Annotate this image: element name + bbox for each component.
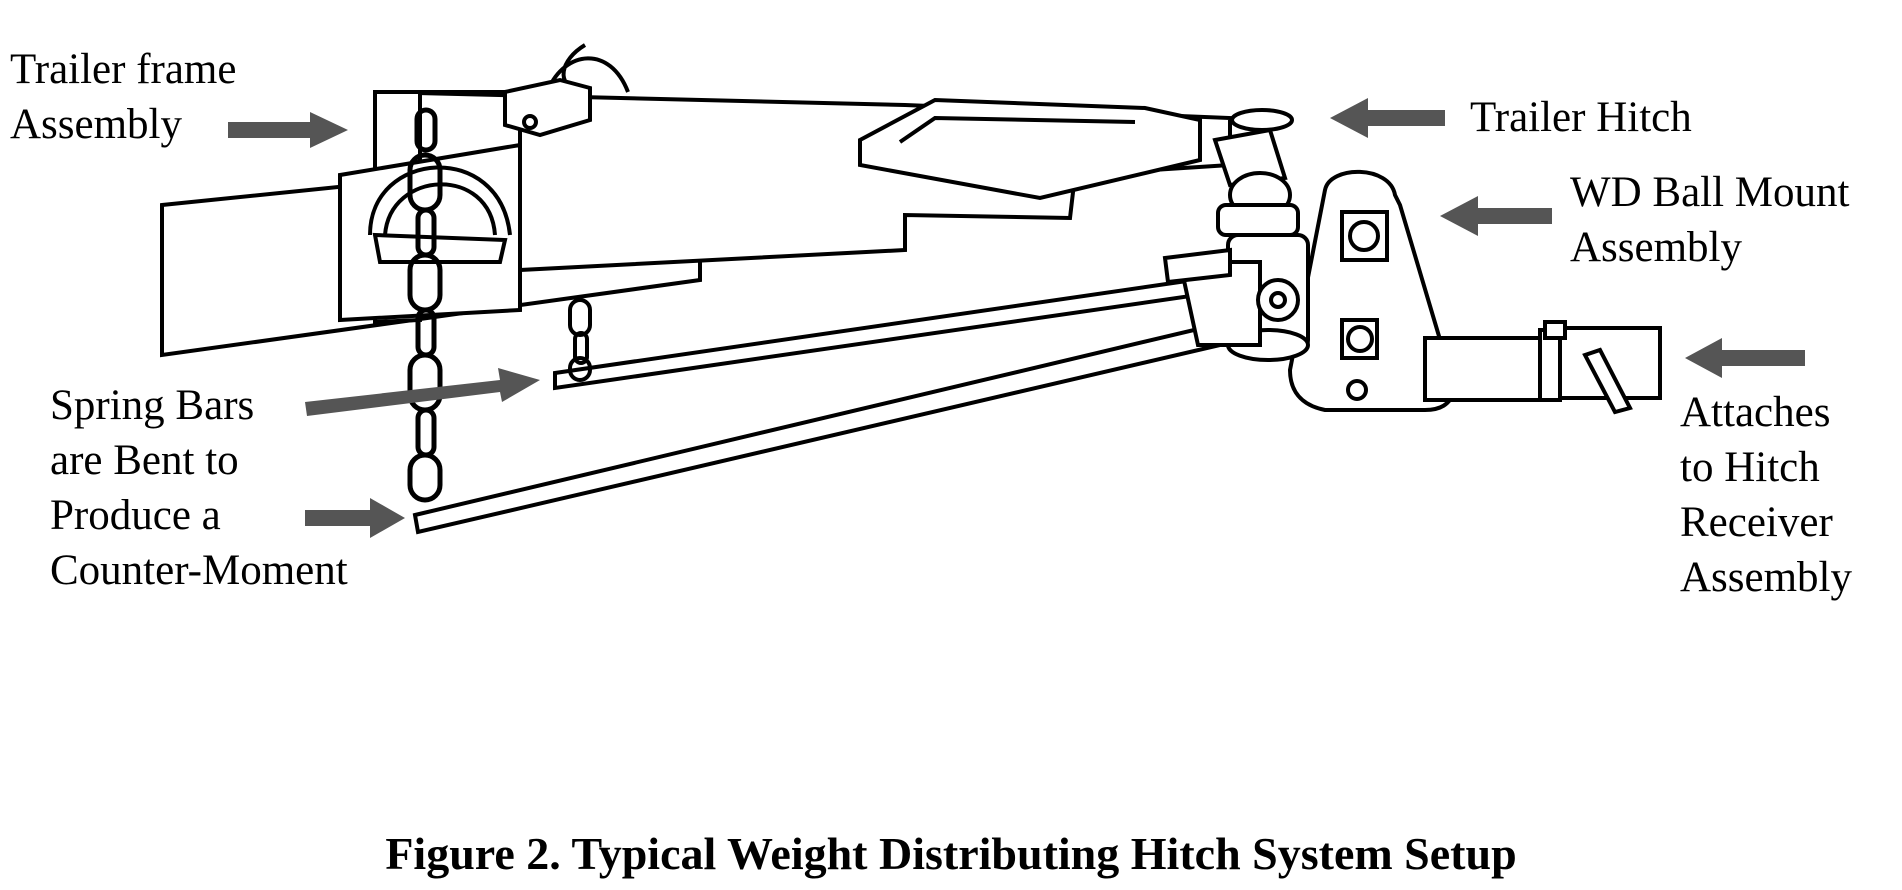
label-trailer-frame: Trailer frame Assembly	[10, 46, 237, 148]
wd-ball-mount	[1216, 169, 1458, 412]
label-receiver: Attaches to Hitch Receiver Assembly	[1680, 389, 1852, 601]
label-trailer-hitch: Trailer Hitch	[1470, 94, 1692, 141]
trailer-hitch-ball	[1212, 108, 1294, 232]
label-wd-ball-mount: WD Ball Mount Assembly	[1570, 169, 1850, 271]
spring-bars	[412, 247, 1300, 535]
arrow-receiver	[1685, 338, 1805, 378]
chain-rear	[568, 298, 592, 382]
arrow-spring-bar-lower	[305, 498, 405, 538]
arrow-spring-bar-upper	[305, 368, 540, 416]
figure-caption: Figure 2. Typical Weight Distributing Hi…	[385, 828, 1517, 879]
chain-front	[407, 107, 443, 503]
lift-hook	[503, 43, 630, 138]
coupler-plate	[858, 97, 1202, 201]
arrow-trailer-frame	[228, 112, 348, 148]
label-spring-bars: Spring Bars are Bent to Produce a Counte…	[50, 382, 348, 594]
receiver-shank	[1423, 320, 1662, 415]
arrow-wd-ball-mount	[1440, 196, 1552, 236]
label-arrows	[228, 98, 1805, 538]
arrow-trailer-hitch	[1330, 98, 1445, 138]
